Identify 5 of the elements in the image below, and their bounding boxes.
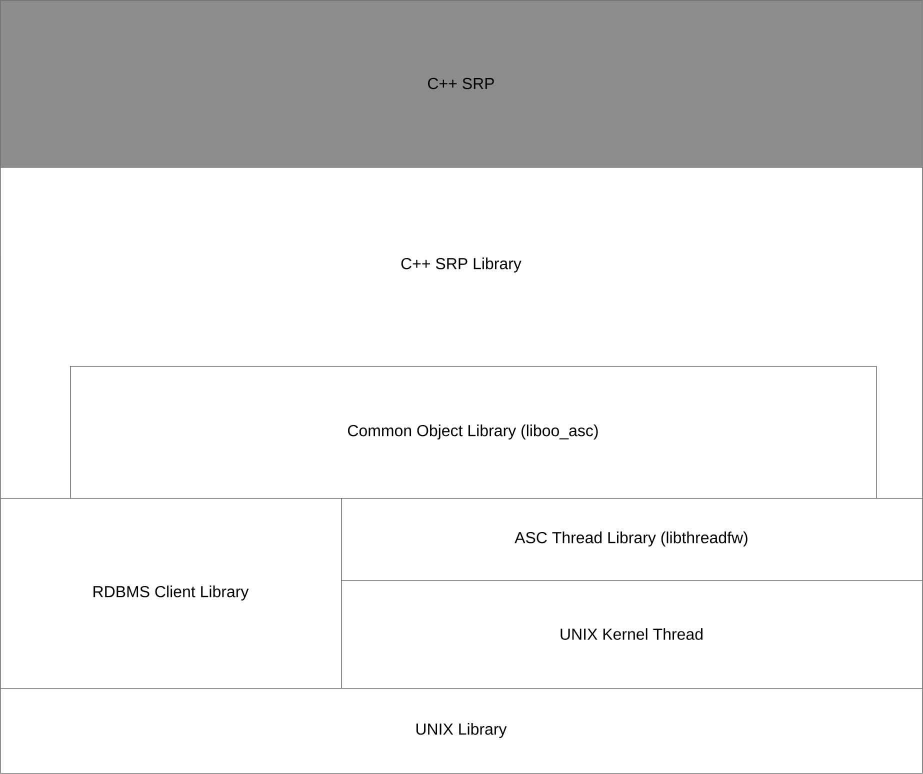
layer-box: UNIX Kernel Thread <box>341 580 923 689</box>
layer-box: UNIX Library <box>0 688 923 774</box>
title-band: C++ SRP <box>0 0 923 168</box>
layer-box: ASC Thread Library (libthreadfw) <box>341 498 923 581</box>
layer-box: RDBMS Client Library <box>0 498 342 689</box>
